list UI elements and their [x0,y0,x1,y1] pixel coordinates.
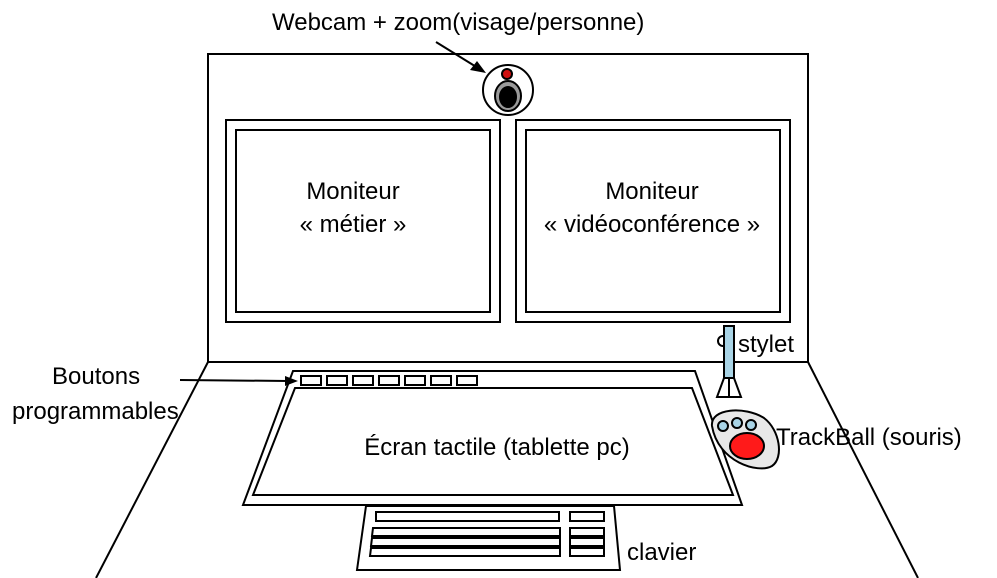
programmable-button[interactable] [326,375,348,386]
touchscreen-label: Écran tactile (tablette pc) [364,434,630,461]
monitor-metier-label-line1: Moniteur [306,178,400,205]
monitor-video-screen [525,129,781,313]
keyboard-key-row[interactable] [375,511,560,522]
tablet-screen [251,387,735,496]
buttons-label-line1: Boutons [52,363,141,390]
trackball-ball[interactable] [729,432,765,460]
keyboard-numpad-key[interactable] [569,547,605,557]
webcam-label: Webcam + zoom(visage/personne) [272,9,645,36]
programmable-button[interactable] [378,375,400,386]
webcam-pointer-line [435,41,479,69]
programmable-button[interactable] [352,375,374,386]
stylus-holder-hook [717,335,724,347]
programmable-button[interactable] [300,375,322,386]
buttons-label-line2: programmables [12,398,179,425]
monitor-metier-label-line2: « métier » [299,211,407,238]
trackball-button[interactable] [745,419,757,431]
trackball-button[interactable] [731,417,743,429]
monitor-video-label-line2: « vidéoconférence » [543,211,761,238]
keyboard-outer [355,505,622,571]
stylus-label: stylet [738,331,795,358]
buttons-pointer-line [179,379,289,382]
programmable-button[interactable] [404,375,426,386]
programmable-buttons [300,375,478,386]
programmable-button[interactable] [430,375,452,386]
keyboard-numpad-key[interactable] [569,511,605,522]
monitor-video-label-line1: Moniteur [605,178,699,205]
keyboard-key-row[interactable] [370,527,561,537]
webcam-lens-inner [499,86,517,108]
trackball-label: TrackBall (souris) [776,424,962,451]
desk-edge-left [95,361,209,578]
monitor-metier-outer [225,119,501,323]
monitor-video-outer [515,119,791,323]
keyboard-label: clavier [627,539,697,566]
keyboard-numpad-key[interactable] [569,537,605,547]
keyboard-key-row[interactable] [368,547,561,557]
keyboard-numpad-key[interactable] [569,527,605,537]
desk-edge-right [807,361,919,578]
programmable-button[interactable] [456,375,478,386]
monitor-metier-screen [235,129,491,313]
buttons-pointer-head [285,376,298,386]
stylus-shaft [723,325,735,379]
keyboard-key-row[interactable] [369,537,561,547]
webcam-body [482,64,534,116]
trackball-button[interactable] [717,420,729,432]
tablet-outer [241,370,744,506]
webcam-led [501,68,513,80]
webcam-pointer-head [470,61,486,73]
